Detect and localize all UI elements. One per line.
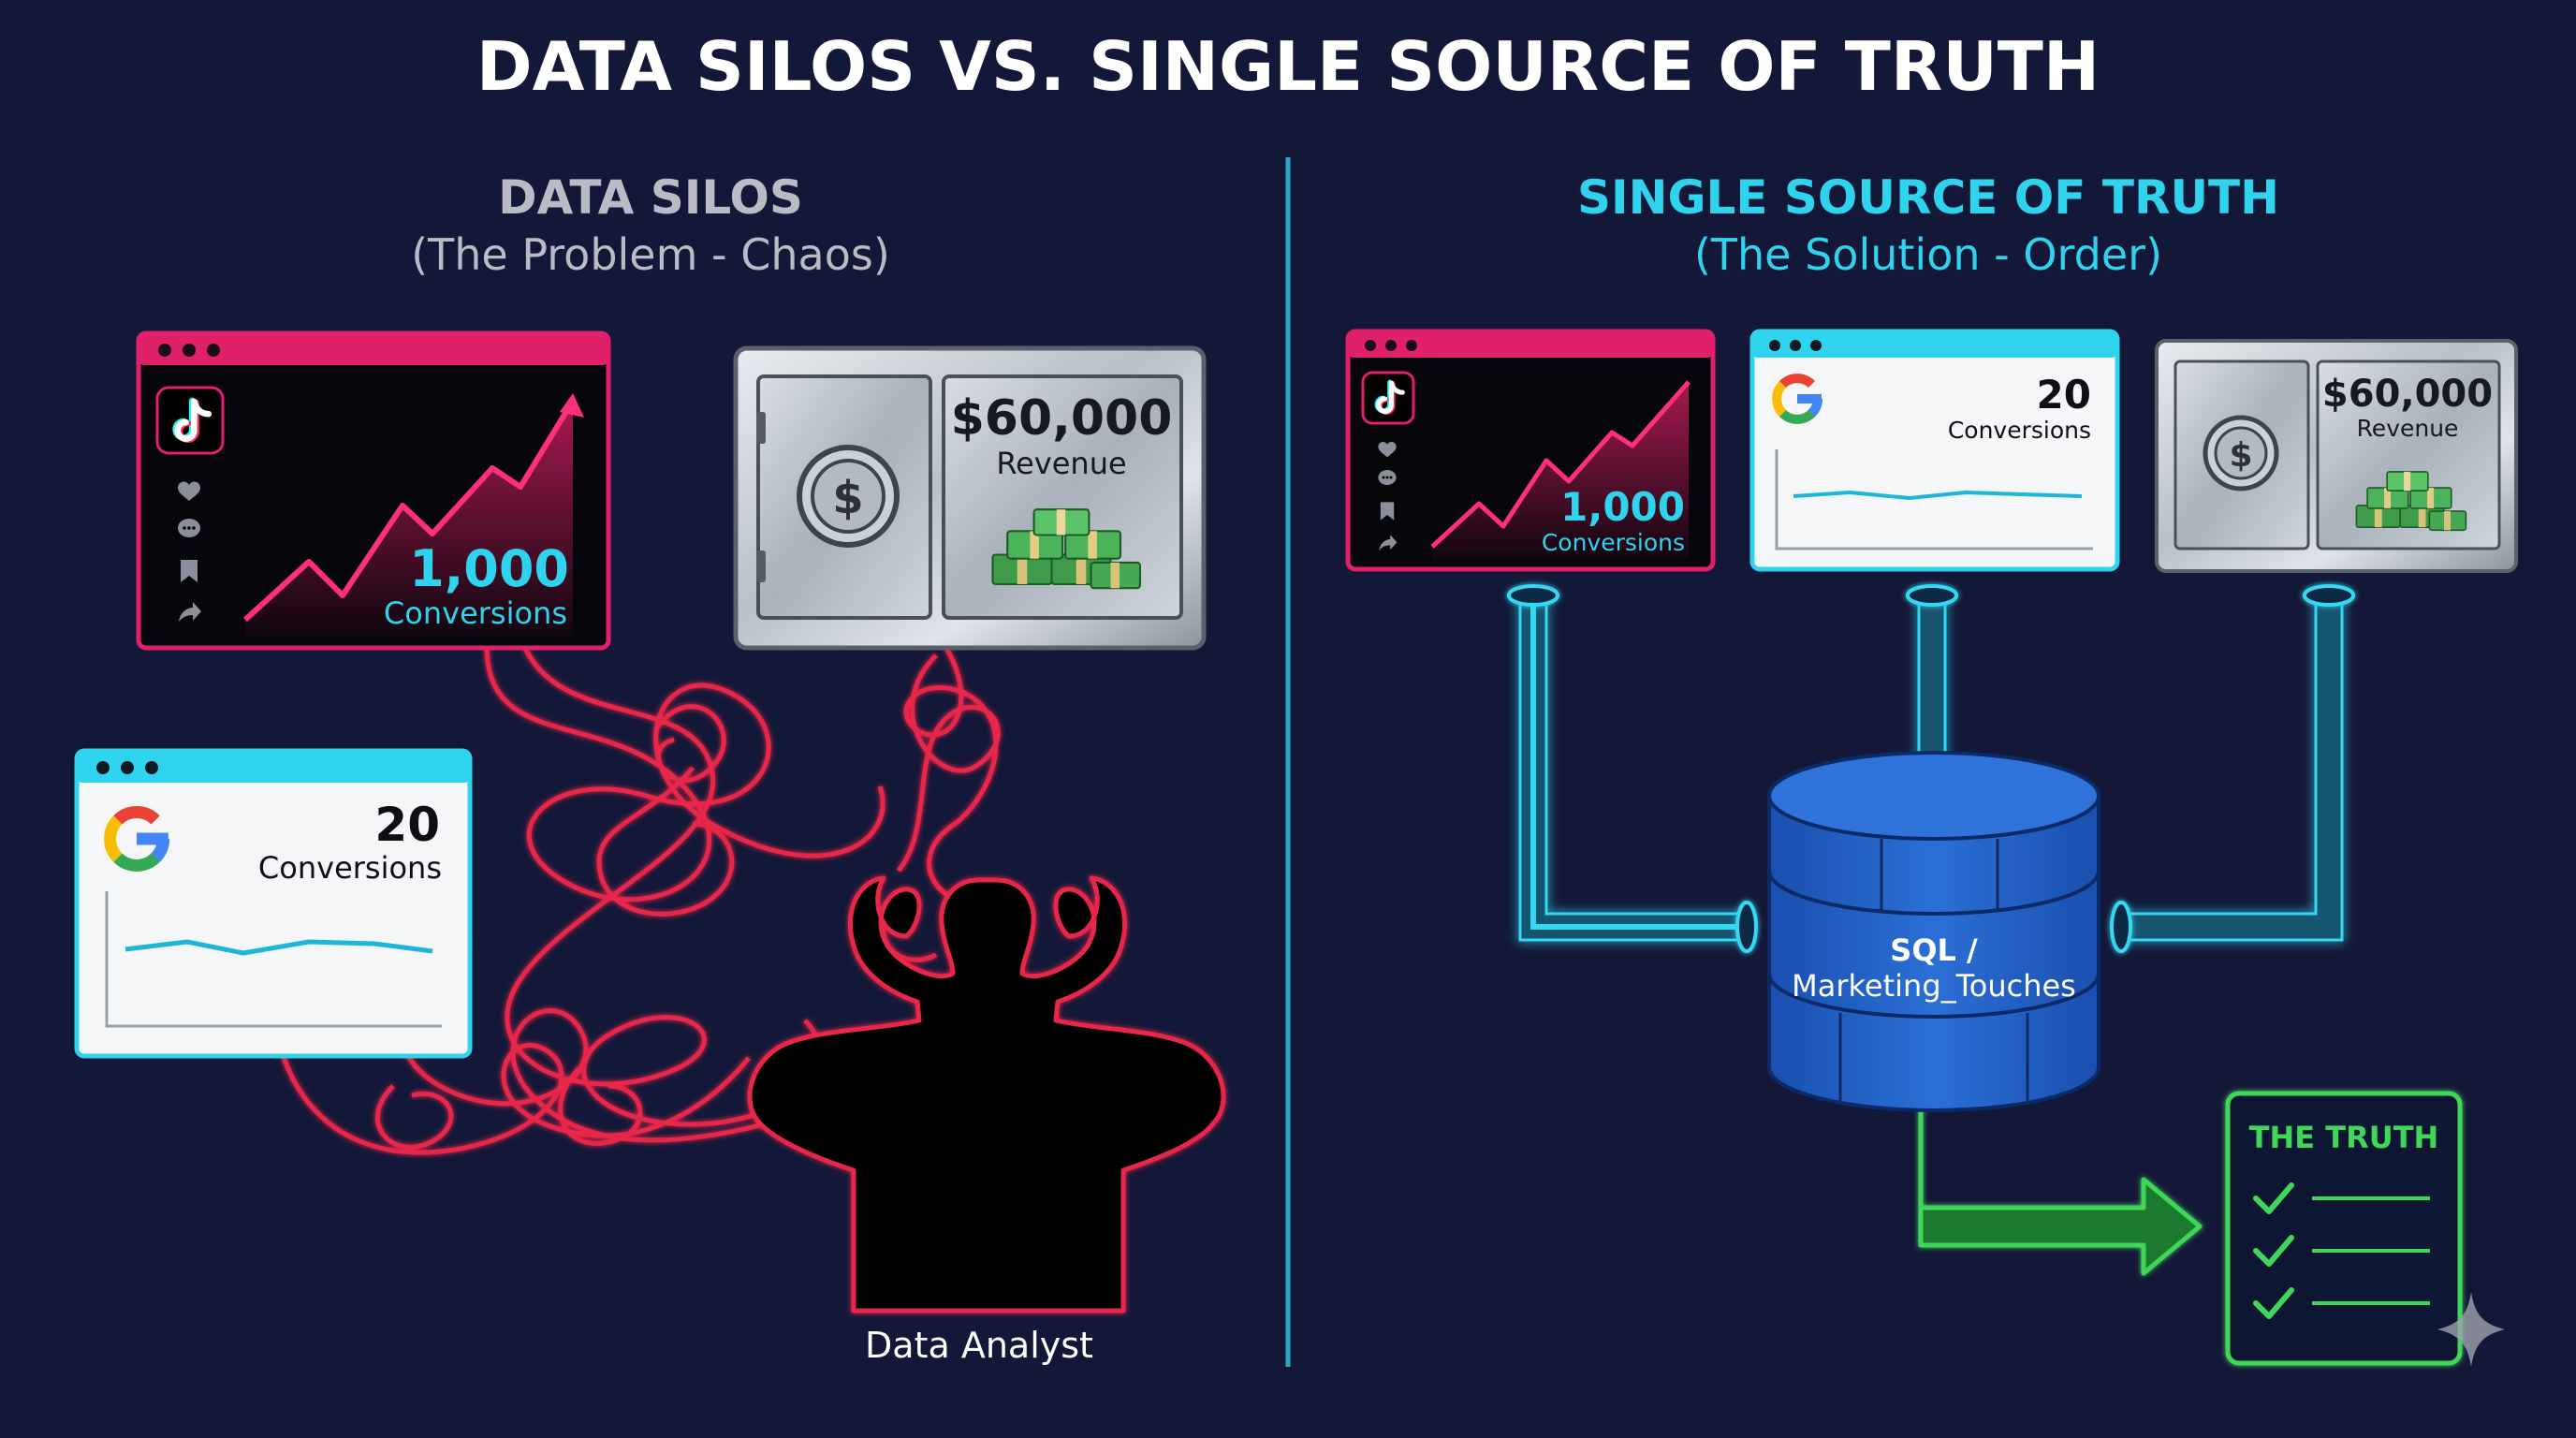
- chart-axis: [105, 891, 442, 1028]
- data-analyst-label: Data Analyst: [865, 1325, 1093, 1366]
- google-trend-line: [1793, 491, 2083, 500]
- google-conversions-label: Conversions: [1948, 417, 2091, 444]
- output-arrow: [1918, 1074, 2203, 1276]
- pipe-caps: [1507, 584, 2355, 953]
- window-dot: [1406, 340, 1417, 351]
- left-safe-card: $ $60,000 Revenue: [733, 345, 1207, 651]
- right-tiktok-card: 1,000 Conversions: [1345, 329, 1716, 572]
- left-heading: DATA SILOS: [498, 170, 803, 225]
- right-google-card: 20 Conversions: [1749, 329, 2120, 572]
- chart-axis: [1775, 449, 2093, 550]
- tiktok-trend-line: [242, 399, 576, 623]
- safe-revenue-value: $60,000: [2322, 373, 2493, 416]
- data-pipes: [1518, 599, 2344, 942]
- tiktok-conversions-value: 1,000: [1560, 484, 1685, 530]
- window-dot: [1365, 340, 1376, 351]
- tiktok-conversions-label: Conversions: [384, 595, 567, 631]
- tiktok-conversions-label: Conversions: [1542, 529, 1685, 556]
- truth-checklist: THE TRUTH: [2225, 1091, 2463, 1366]
- safe-revenue-value: $60,000: [951, 390, 1173, 447]
- tiktok-trend-line: [1430, 380, 1690, 549]
- comment-icon: [1378, 470, 1397, 485]
- data-analyst-silhouette: [747, 875, 1226, 1313]
- window-dot: [96, 761, 110, 774]
- main-title: DATA SILOS VS. SINGLE SOURCE OF TRUTH: [476, 27, 2100, 106]
- check-icon: [2253, 1235, 2294, 1267]
- database-label-line2: Marketing_Touches: [1792, 968, 2076, 1004]
- google-trend-line: [124, 939, 433, 956]
- safe-dollar-icon: $: [2203, 415, 2279, 492]
- sparkle-icon: [2437, 1292, 2505, 1367]
- window-dot: [158, 344, 171, 357]
- google-conversions-value: 20: [374, 798, 440, 852]
- window-dot: [1790, 340, 1801, 351]
- safe-revenue-label: Revenue: [996, 446, 1126, 481]
- comment-icon: [178, 519, 200, 537]
- left-tiktok-card: 1,000 Conversions: [136, 330, 611, 651]
- check-icon: [2253, 1287, 2294, 1319]
- tiktok-conversions-value: 1,000: [409, 539, 569, 598]
- truth-title: THE TRUTH: [2249, 1120, 2439, 1155]
- safe-dollar-icon: $: [797, 445, 900, 548]
- left-subheading: (The Problem - Chaos): [411, 229, 890, 280]
- window-dot: [207, 344, 220, 357]
- window-dot: [183, 344, 196, 357]
- safe-revenue-label: Revenue: [2357, 415, 2459, 442]
- window-dot: [1769, 340, 1780, 351]
- check-icon: [2253, 1182, 2294, 1214]
- right-heading: SINGLE SOURCE OF TRUTH: [1577, 170, 2279, 225]
- svg-text:$: $: [832, 472, 863, 524]
- google-conversions-label: Conversions: [258, 850, 442, 886]
- database-label-line1: SQL /: [1890, 932, 1978, 968]
- google-conversions-value: 20: [2037, 372, 2091, 418]
- window-dot: [1385, 340, 1397, 351]
- window-dot: [145, 761, 158, 774]
- left-google-card: 20 Conversions: [74, 748, 473, 1059]
- right-safe-card: $ $60,000 Revenue: [2155, 339, 2518, 573]
- database-cylinder: [1767, 751, 2100, 1112]
- right-subheading: (The Solution - Order): [1694, 229, 2162, 280]
- window-dot: [1810, 340, 1822, 351]
- svg-text:$: $: [2229, 436, 2252, 475]
- window-dot: [121, 761, 134, 774]
